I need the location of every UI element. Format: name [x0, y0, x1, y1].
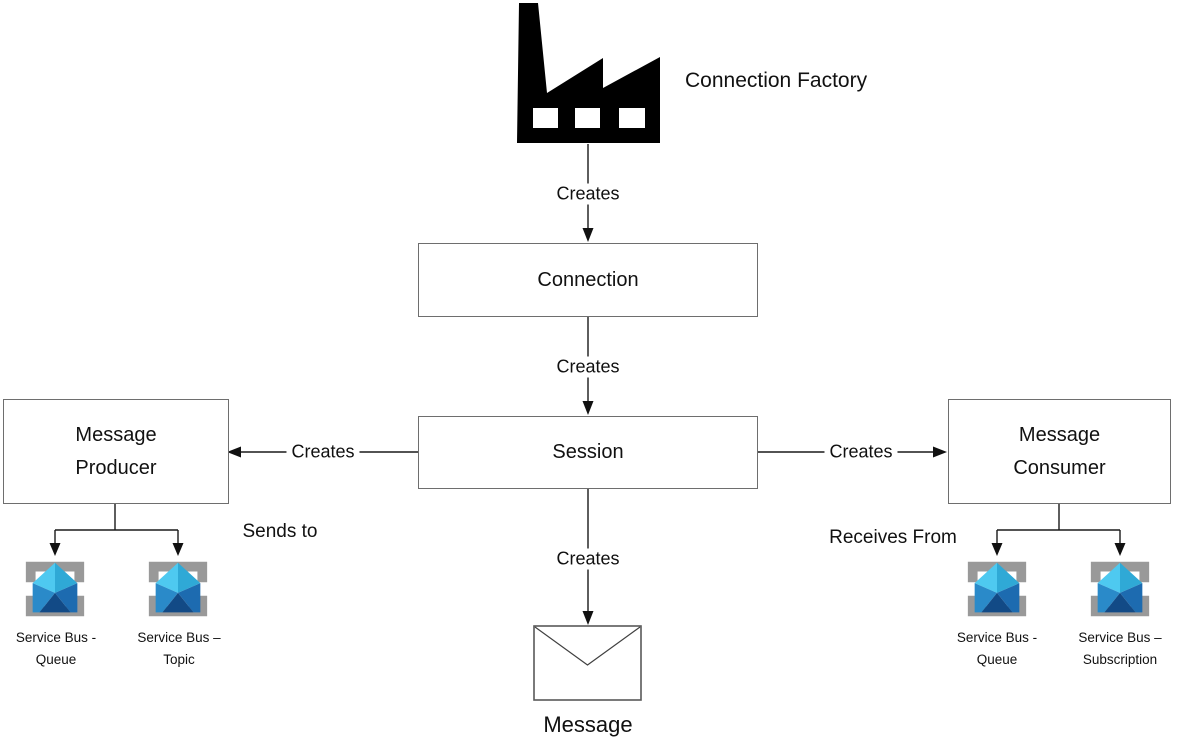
- service-bus-queue-label-consumer: Service Bus - Queue: [956, 630, 1038, 667]
- service-bus-icon: [1090, 561, 1150, 617]
- creates-label-factory: Creates: [551, 183, 625, 205]
- session-node-label: Session: [552, 441, 624, 463]
- service-bus-topic-icon: [144, 556, 212, 627]
- service-bus-icon: [148, 561, 208, 617]
- factory-icon: [515, 2, 662, 149]
- arrowhead-right-consumer: [933, 446, 947, 458]
- connection-node: Connection: [418, 243, 758, 317]
- arrowhead-down-sb3: [991, 543, 1003, 556]
- envelope-icon: [533, 625, 643, 707]
- message-consumer-label-line1: Message: [1018, 423, 1101, 446]
- arrowhead-down-session: [582, 401, 594, 415]
- receives-from-label: Receives From: [829, 527, 957, 548]
- connection-node-label: Connection: [537, 268, 639, 291]
- service-bus-queue-label-producer: Service Bus - Queue: [15, 630, 97, 667]
- creates-label-consumer: Creates: [824, 441, 898, 463]
- arrowhead-down-sb4: [1114, 543, 1126, 556]
- message-node-label: Message: [543, 712, 633, 737]
- creates-label-message: Creates: [551, 548, 625, 570]
- message-consumer-node: Message Consumer: [948, 399, 1171, 504]
- service-bus-subscription-label: Service Bus – Subscription: [1078, 630, 1162, 667]
- arrowhead-down-sb2: [172, 543, 184, 556]
- creates-label-connection: Creates: [551, 356, 625, 378]
- arrowhead-down-sb1: [49, 543, 61, 556]
- connection-factory-label: Connection Factory: [685, 69, 868, 92]
- edge-producer-branches: [54, 504, 179, 543]
- message-producer-label-line1: Message: [75, 423, 157, 446]
- creates-label-producer: Creates: [286, 441, 360, 463]
- service-bus-queue-icon-consumer: [963, 556, 1031, 627]
- message-producer-node: Message Producer: [3, 399, 229, 504]
- message-consumer-label-line2: Consumer: [1013, 456, 1106, 479]
- edge-consumer-branches: [996, 504, 1121, 543]
- service-bus-queue-icon-producer: [21, 556, 89, 627]
- service-bus-topic-label: Service Bus – Topic: [137, 630, 221, 667]
- service-bus-icon: [25, 561, 85, 617]
- message-producer-label-line2: Producer: [75, 456, 157, 479]
- arrowhead-down-message: [582, 611, 594, 625]
- service-bus-icon: [967, 561, 1027, 617]
- sends-to-label: Sends to: [242, 521, 318, 542]
- session-node: Session: [418, 416, 758, 489]
- arrowhead-down-connection: [582, 228, 594, 242]
- arrowhead-left-producer: [227, 446, 241, 458]
- service-bus-subscription-icon: [1086, 556, 1154, 627]
